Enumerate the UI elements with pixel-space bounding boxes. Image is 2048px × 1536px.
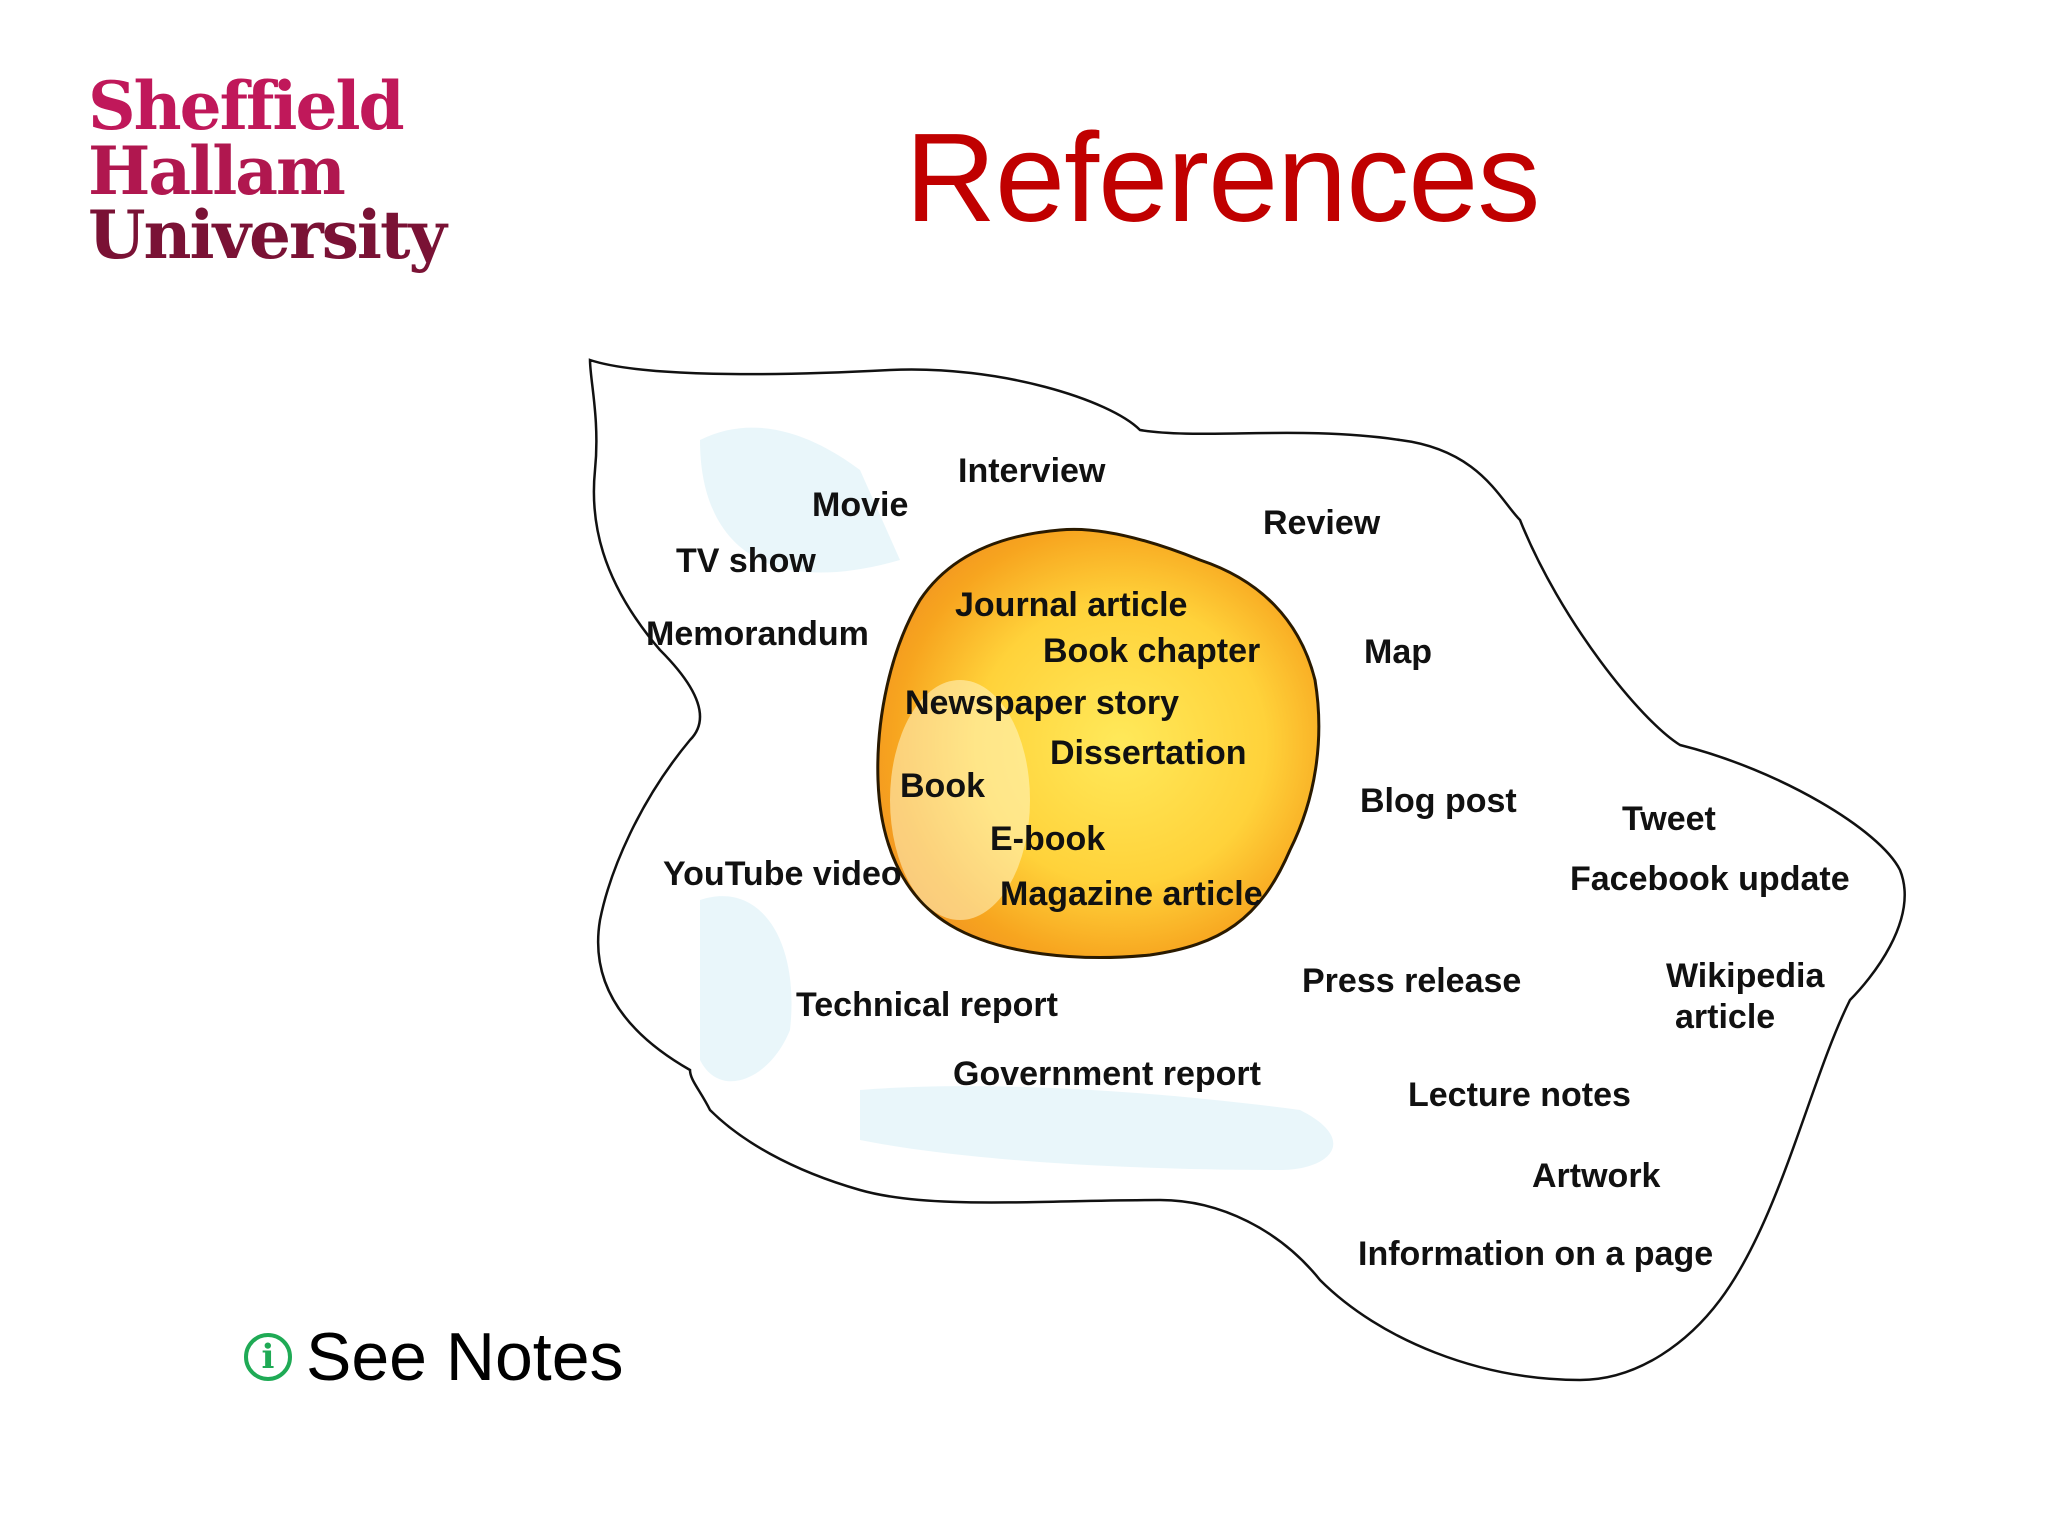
logo-line-3: University xyxy=(88,196,447,275)
outer-label-tweet: Tweet xyxy=(1622,800,1716,838)
outer-label-press-release: Press release xyxy=(1302,962,1521,1000)
outer-label-movie: Movie xyxy=(812,486,908,524)
core-label-book-chapter: Book chapter xyxy=(1043,632,1260,670)
logo-line-2: Hallam xyxy=(88,131,346,210)
outer-blob-shading xyxy=(700,427,1334,1170)
outer-label-government-report: Government report xyxy=(953,1055,1261,1093)
see-notes-label: See Notes xyxy=(306,1319,624,1395)
core-label-journal-article: Journal article xyxy=(955,586,1187,624)
outer-boundary xyxy=(588,358,1906,1382)
outer-label-lecture-notes: Lecture notes xyxy=(1408,1076,1631,1114)
core-label-e-book: E-book xyxy=(990,820,1105,858)
outer-label-interview: Interview xyxy=(958,452,1106,490)
outer-label-youtube-video: YouTube video xyxy=(663,855,902,893)
outer-label-review: Review xyxy=(1263,504,1381,542)
outer-label-facebook-update: Facebook update xyxy=(1570,860,1850,898)
outer-label-information-on-a-page: Information on a page xyxy=(1358,1235,1713,1273)
outer-label-technical-report: Technical report xyxy=(796,986,1058,1024)
core-label-book: Book xyxy=(900,767,985,805)
core-label-newspaper-story: Newspaper story xyxy=(905,684,1179,722)
logo-line-1: Sheffield xyxy=(88,67,405,145)
outer-label-tv-show: TV show xyxy=(676,542,816,580)
outer-label-wikipedia: Wikipedia xyxy=(1666,957,1825,995)
outer-label-wikipedia-article: article xyxy=(1675,998,1775,1036)
university-logo: Sheffield Hallam University xyxy=(88,67,447,275)
outer-label-blog-post: Blog post xyxy=(1360,782,1517,820)
core-label-magazine-article: Magazine article xyxy=(1000,875,1263,913)
info-icon: i xyxy=(244,1333,292,1381)
see-notes[interactable]: i See Notes xyxy=(244,1318,624,1396)
core-label-dissertation: Dissertation xyxy=(1050,734,1247,772)
slide-title: References xyxy=(905,107,1540,248)
core-highlight xyxy=(890,680,1030,920)
outer-label-artwork: Artwork xyxy=(1532,1157,1661,1195)
outer-label-memorandum: Memorandum xyxy=(646,615,869,653)
outer-label-map: Map xyxy=(1364,633,1432,671)
